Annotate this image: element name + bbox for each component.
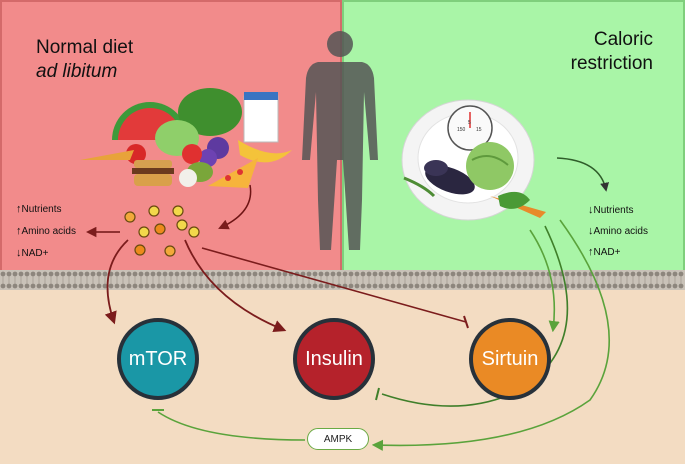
mtor-node: mTOR bbox=[117, 318, 199, 400]
human-silhouette-icon bbox=[302, 31, 378, 250]
right-effect-nad: NAD+ bbox=[588, 246, 621, 259]
plate-with-vegetables-icon: 150 5 15 bbox=[401, 99, 546, 221]
left-effect-nutrients: Nutrients bbox=[16, 203, 62, 216]
nutrient-molecules bbox=[124, 205, 200, 257]
ampk-node: AMPK bbox=[307, 428, 369, 450]
nutrients-to-mtor-arrow bbox=[104, 239, 129, 325]
normal-diet-title: Normal diet bbox=[36, 37, 134, 58]
ad-libitum-subtitle: ad libitum bbox=[36, 61, 118, 82]
ampk-inhibit-mtor-line bbox=[157, 411, 306, 441]
restriction-to-ampk-arrow bbox=[371, 219, 610, 451]
restriction-title: restriction bbox=[570, 53, 653, 74]
caloric-title: Caloric bbox=[593, 29, 653, 50]
right-effect-amino-acids: Amino acids bbox=[588, 225, 648, 238]
scale-dial-mark-1: 150 bbox=[457, 127, 466, 133]
food-to-nutrients-arrow bbox=[218, 184, 252, 230]
plate-to-label-arrow bbox=[556, 157, 609, 192]
scale-dial-mark-2: 5 bbox=[468, 120, 471, 126]
restriction-to-sirtuin-arrow bbox=[529, 229, 560, 333]
right-effect-nutrients: Nutrients bbox=[588, 204, 634, 217]
sirtuin-node: Sirtuin bbox=[469, 318, 551, 400]
nutrients-inhibit-sirtuin-line bbox=[201, 247, 467, 323]
left-effect-nad: NAD+ bbox=[16, 247, 49, 260]
scale-dial-mark-3: 15 bbox=[476, 127, 482, 133]
left-effect-amino-acids: Amino acids bbox=[16, 225, 76, 238]
food-pile-icon bbox=[80, 88, 292, 188]
cell-membrane bbox=[0, 270, 685, 290]
nutrients-to-insulin-arrow bbox=[184, 239, 287, 333]
insulin-node: Insulin bbox=[293, 318, 375, 400]
